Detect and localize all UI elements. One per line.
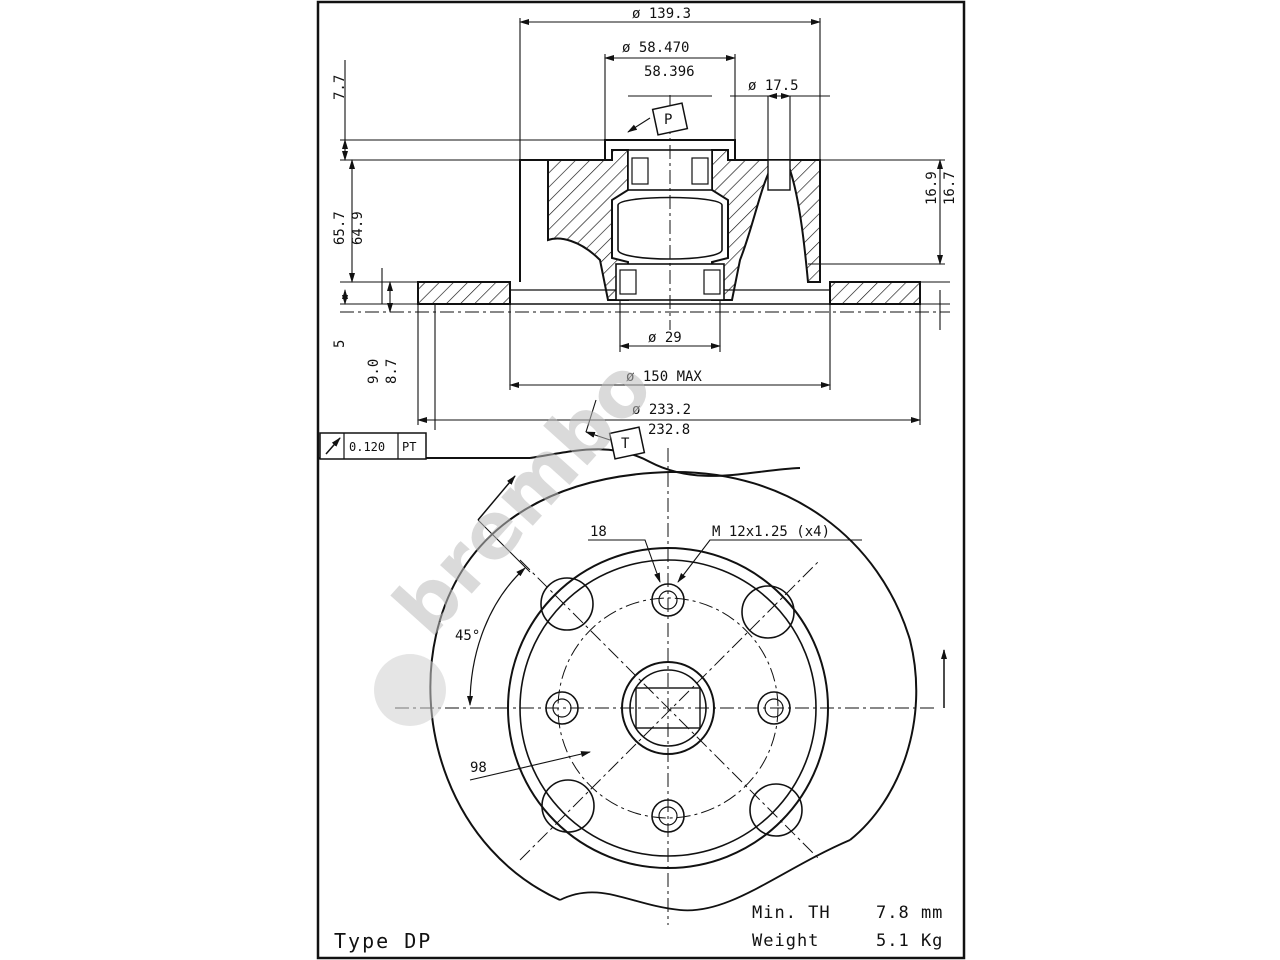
- disc-flange-right: [829, 281, 921, 305]
- dim-h-16-7: 16.7: [942, 171, 958, 205]
- datum-t: T: [608, 426, 646, 460]
- hole-diameter-label: 18: [590, 524, 607, 540]
- lobe-bottom-right: [749, 783, 803, 837]
- section-view: [340, 95, 950, 330]
- datum-p-label: P: [664, 112, 672, 128]
- dim-h-16-9: 16.9: [924, 171, 940, 205]
- type-label: Type DP: [334, 929, 432, 953]
- angle-label: 45°: [455, 628, 480, 644]
- tolerance-value: 0.120: [349, 440, 385, 454]
- hub-body-right: [711, 149, 821, 301]
- runout-tolerance-frame: 0.120 PT: [319, 432, 427, 460]
- break-line: [529, 448, 801, 477]
- dim-h-64-9: 64.9: [350, 211, 366, 245]
- dim-bearing-min: 58.396: [644, 64, 695, 80]
- dim-h-9-0: 9.0: [366, 359, 382, 384]
- lobe-top-right: [741, 585, 795, 639]
- tolerance-ref: PT: [402, 440, 416, 454]
- dim-h-8-7: 8.7: [384, 359, 400, 384]
- dim-disc-max: ø 233.2: [632, 402, 691, 418]
- dim-inner: ø 29: [648, 330, 682, 346]
- dim-hat: ø 150 MAX: [626, 369, 702, 385]
- min-thickness-value: 7.8 mm: [876, 903, 943, 923]
- front-view: [395, 448, 947, 925]
- runout-arrow-icon: [325, 437, 341, 455]
- dim-bearing-max: ø 58.470: [622, 40, 689, 56]
- min-thickness-label: Min. TH: [752, 903, 831, 923]
- weight-label: Weight: [752, 931, 819, 951]
- brembo-logo-icon: [374, 654, 446, 726]
- dim-h-5: 5: [332, 340, 348, 348]
- datum-t-label: T: [621, 436, 630, 452]
- dim-disc-min: 232.8: [648, 422, 690, 438]
- disc-flange-left: [417, 281, 511, 305]
- angle-arc: [467, 567, 526, 706]
- disc-break-line: [559, 839, 851, 912]
- datum-p: P: [651, 102, 689, 136]
- dim-h-7-7: 7.7: [332, 75, 348, 100]
- lobe-bottom-left: [541, 779, 595, 833]
- dim-hole: ø 17.5: [748, 78, 799, 94]
- thread-label: M 12x1.25 (x4): [712, 524, 830, 540]
- weight-value: 5.1 Kg: [876, 931, 943, 951]
- dim-h-65-7: 65.7: [332, 211, 348, 245]
- drawing-border: [316, 0, 966, 960]
- lobe-top-left: [540, 577, 594, 631]
- disc-outline-arc: [429, 470, 918, 901]
- pcd-label: 98: [470, 760, 487, 776]
- dimensions-top: [340, 18, 950, 441]
- dim-outer-hub: ø 139.3: [632, 6, 691, 22]
